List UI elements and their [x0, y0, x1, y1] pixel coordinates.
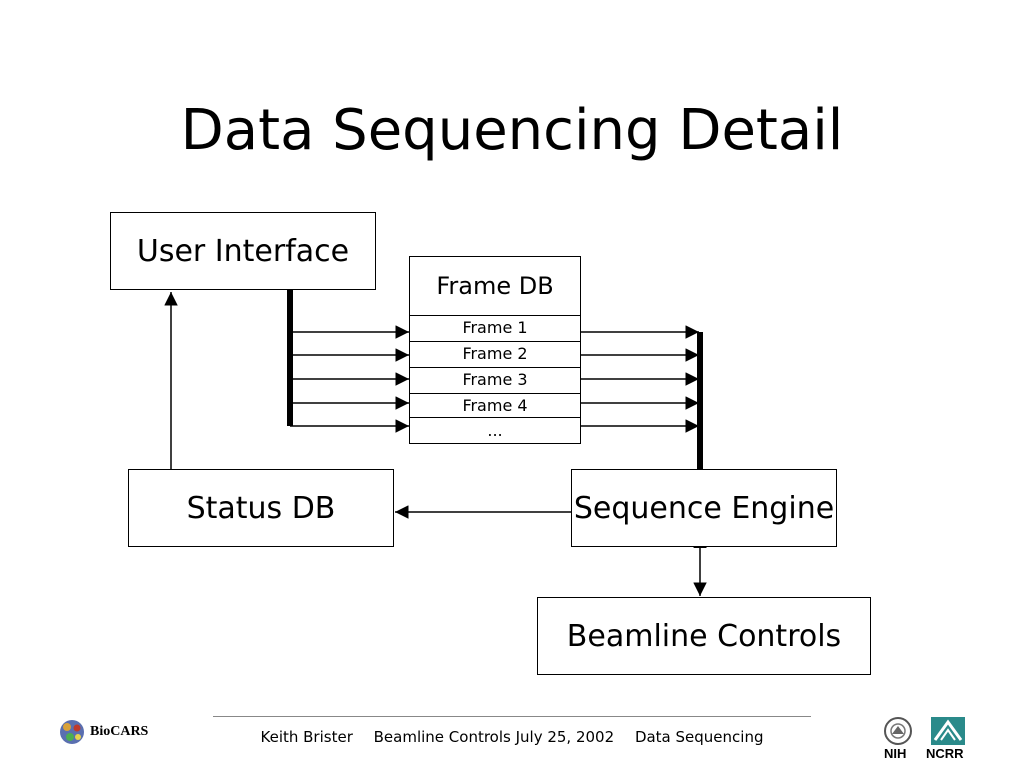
biocars-label: BioCARS	[90, 724, 149, 739]
footer-text: Keith Brister Beamline Controls July 25,…	[213, 728, 811, 746]
slide-title: Data Sequencing Detail	[180, 98, 844, 163]
beamline-controls-label: Beamline Controls	[566, 618, 842, 654]
footer-event: Beamline Controls July 25, 2002	[373, 728, 615, 746]
user-interface-box: User Interface	[110, 212, 376, 290]
biocars-molecule-icon	[60, 720, 84, 744]
frame-row-3: Frame 3	[409, 368, 581, 394]
frame-row-1: Frame 1	[409, 316, 581, 342]
biocars-logo: BioCARS	[58, 718, 148, 746]
status-db-box: Status DB	[128, 469, 394, 547]
frame-db-label: Frame DB	[436, 272, 554, 300]
ncrr-logo-icon	[931, 717, 965, 745]
nih-seal-icon	[884, 717, 912, 745]
beamline-controls-box: Beamline Controls	[537, 597, 871, 675]
sequence-engine-box: Sequence Engine	[571, 469, 837, 547]
user-interface-label: User Interface	[136, 233, 350, 269]
ncrr-label: NCRR	[926, 746, 964, 761]
frame-row-more: ...	[409, 418, 581, 444]
frame-row-2: Frame 2	[409, 342, 581, 368]
footer-topic: Data Sequencing	[634, 728, 764, 746]
sequence-engine-label: Sequence Engine	[573, 490, 835, 526]
footer-author: Keith Brister	[260, 728, 353, 746]
frame-db-box: Frame DB	[409, 256, 581, 316]
nih-ncrr-logos: NIH NCRR	[880, 716, 970, 764]
frame-row-4: Frame 4	[409, 394, 581, 418]
nih-label: NIH	[884, 746, 907, 761]
footer-divider	[213, 716, 811, 717]
status-db-label: Status DB	[186, 490, 336, 526]
